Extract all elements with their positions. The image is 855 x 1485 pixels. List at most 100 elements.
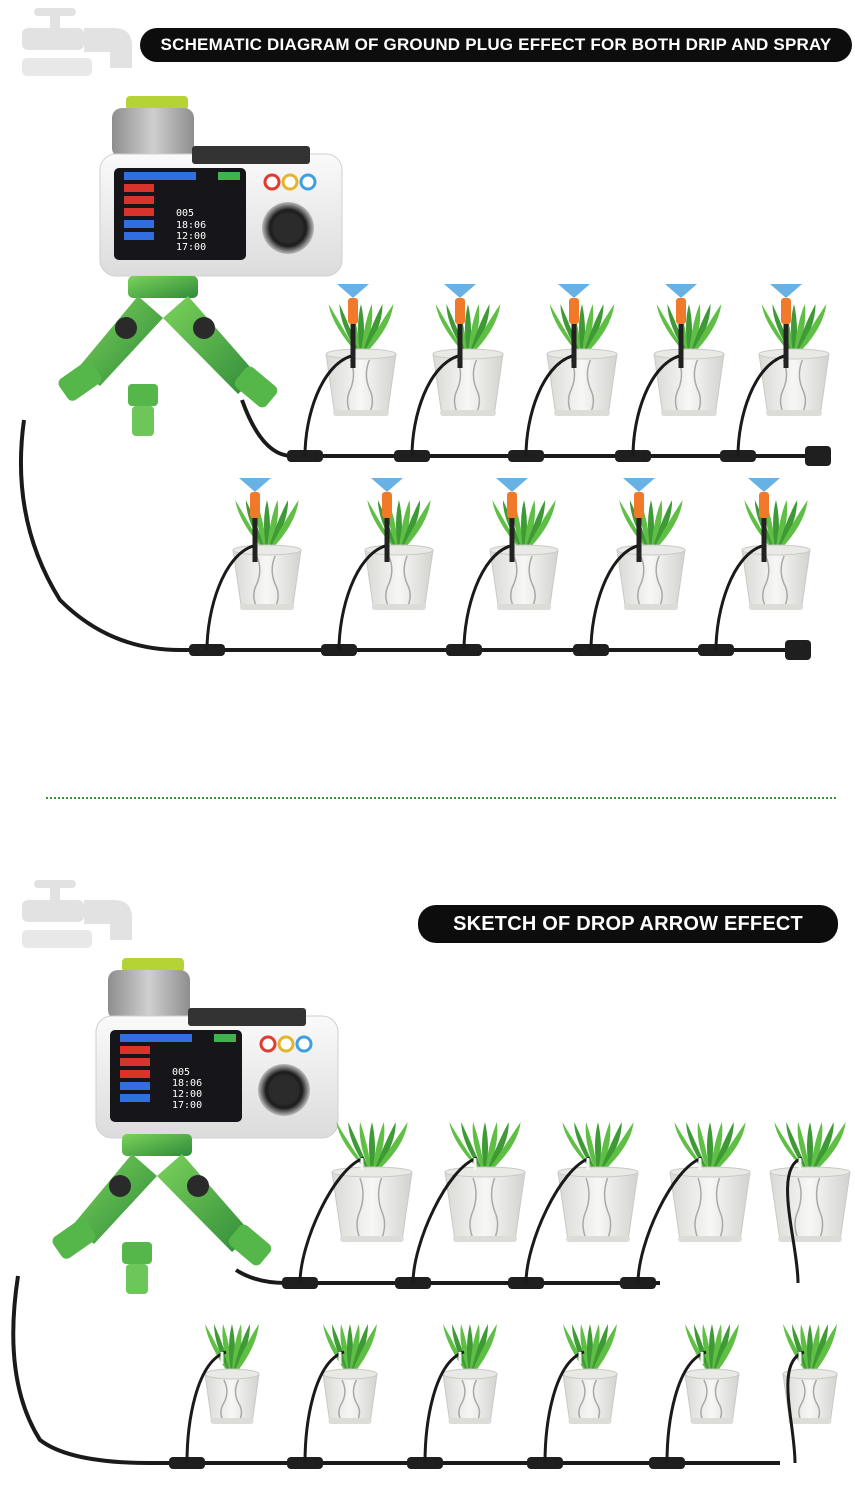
plant-leaf [794, 304, 806, 358]
plant-leaf [710, 1122, 734, 1176]
screen-header [120, 1034, 192, 1042]
plant-leaf [776, 500, 798, 554]
plant-leaf [399, 500, 431, 554]
splitter-arm-left [72, 1154, 157, 1244]
pot-body [322, 1373, 378, 1421]
pot-body [489, 549, 559, 607]
timer-time2-bottom: 12:00 [172, 1089, 203, 1100]
plant-leaf [482, 1122, 488, 1176]
plant-leaf [598, 1122, 634, 1176]
section-title-drip: SKETCH OF DROP ARROW EFFECT [418, 905, 838, 943]
screen-label-block [120, 1082, 150, 1090]
plant-leaf [232, 1324, 242, 1378]
plant-leaf [651, 500, 663, 554]
faucet-icon [22, 880, 132, 948]
plant-leaf [585, 1122, 598, 1176]
y-splitter [58, 276, 278, 436]
plant-pot [741, 500, 811, 610]
plant-leaf [794, 304, 827, 358]
plant-leaf [470, 1324, 497, 1378]
pot-saucer [448, 1418, 492, 1424]
pot-saucer [440, 410, 496, 416]
plant-leaf [710, 1122, 746, 1176]
plant-leaf [468, 304, 490, 358]
plant-leaf [667, 304, 689, 358]
spare-connector [128, 384, 158, 406]
spray-stake [337, 284, 369, 368]
y-splitter [52, 1134, 272, 1294]
plant-leaf [468, 304, 501, 358]
plant-leaf [232, 1324, 250, 1378]
plant-leaf [710, 1122, 723, 1176]
branch-tube [410, 354, 459, 457]
pot-body [684, 1373, 740, 1421]
spray-nozzle [569, 298, 579, 324]
spray-nozzle [250, 492, 260, 518]
plant-leaf [810, 1122, 823, 1176]
plant-leaf [472, 1122, 485, 1176]
plant-leaf [590, 1324, 608, 1378]
plant-leaf [359, 1122, 372, 1176]
end-plug [785, 640, 811, 660]
spray-nozzle [455, 298, 465, 324]
faucet-icon [22, 8, 132, 76]
pot-saucer [690, 1418, 734, 1424]
plant-leaf [267, 500, 299, 554]
branch-tube [337, 544, 386, 651]
timer-time2-top: 12:00 [176, 231, 207, 242]
pot-body [769, 1171, 851, 1239]
spray-nozzle [507, 492, 517, 518]
spray-mist [444, 284, 476, 298]
plant-leaf [222, 1324, 232, 1378]
plant-pot [322, 1324, 378, 1424]
timer-inlet-nut [122, 958, 184, 972]
timer-button [281, 173, 299, 191]
plant-leaf [468, 304, 480, 358]
branch-tube [524, 1156, 591, 1284]
plant-leaf [485, 1122, 521, 1176]
branch-tube [205, 544, 254, 651]
plant-leaf [399, 500, 421, 554]
plant-pot [331, 1122, 413, 1242]
spare-connector [122, 1242, 152, 1264]
pot-saucer [778, 1236, 842, 1242]
spray-mist [496, 478, 528, 492]
plant-pot [546, 304, 618, 416]
plant-leaf [712, 1324, 739, 1378]
pot-body [331, 1171, 413, 1239]
main-hose [234, 1268, 287, 1285]
plant-leaf [361, 304, 383, 358]
pot-saucer [566, 1236, 630, 1242]
branch-tube [524, 354, 573, 457]
plant-leaf [372, 1122, 385, 1176]
plant-leaf [524, 500, 556, 554]
timer-value-bottom: 005 [172, 1067, 191, 1078]
plant-pot [364, 500, 434, 610]
pot-saucer [328, 1418, 372, 1424]
spray-mist [371, 478, 403, 492]
main-hose [11, 1275, 151, 1465]
plant-pot [442, 1324, 498, 1424]
timer-time3-top: 17:00 [176, 242, 207, 253]
spray-stake [623, 478, 655, 562]
pot-body [669, 1171, 751, 1239]
plant-pot [232, 500, 302, 610]
screen-label-block [120, 1058, 150, 1066]
pot-body [562, 1373, 618, 1421]
branch-tube [303, 354, 352, 457]
screen-label-block [124, 220, 154, 228]
plant-pot [684, 1324, 740, 1424]
water-timer [99, 96, 343, 277]
plant-leaf [590, 1324, 617, 1378]
plant-leaf [372, 1122, 396, 1176]
battery-icon [218, 172, 240, 180]
timer-button [277, 1035, 295, 1053]
plant-leaf [350, 1324, 368, 1378]
spray-stake [665, 284, 697, 368]
plant-leaf [807, 1122, 813, 1176]
main-hose [18, 419, 181, 652]
solar-panel [188, 1008, 306, 1026]
plant-leaf [651, 500, 683, 554]
branch-tube [786, 1350, 805, 1464]
plant-leaf [702, 1324, 712, 1378]
